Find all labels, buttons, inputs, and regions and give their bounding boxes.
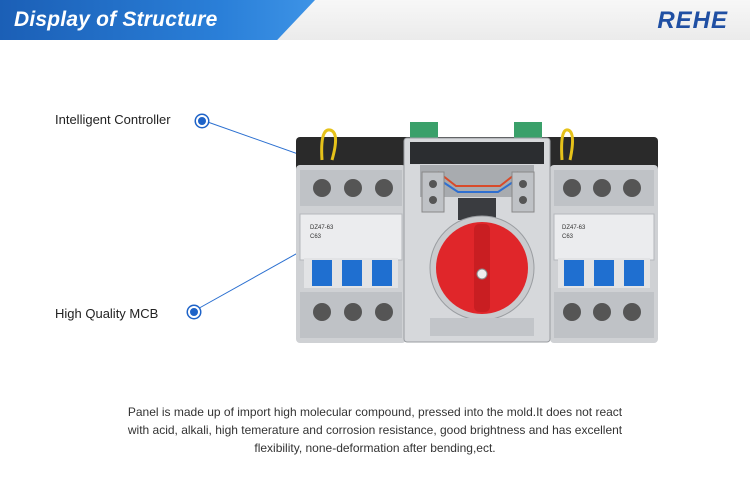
- right-mcb-toggle-2: [594, 260, 614, 286]
- top-terminal-right: [514, 122, 542, 140]
- right-mcb-model: DZ47-63: [562, 225, 586, 231]
- left-mcb-toggle-2: [342, 260, 362, 286]
- controller-top-slot: [410, 142, 544, 164]
- left-mcb-rating: C63: [310, 234, 322, 240]
- callout-intelligent-controller: Intelligent Controller: [55, 112, 171, 127]
- callout-high-quality-mcb: High Quality MCB: [55, 306, 159, 321]
- right-mcb-rating: C63: [562, 234, 574, 240]
- controller-bottom-plate: [430, 318, 534, 336]
- description-line: with acid, alkali, high temerature and c…: [127, 423, 623, 437]
- left-mcb-model: DZ47-63: [310, 225, 334, 231]
- brand-logo: REHE: [657, 7, 728, 34]
- title-banner: [0, 0, 315, 40]
- controller-window: [458, 198, 496, 220]
- callout-dot-icon: [196, 115, 208, 127]
- top-terminal-left: [410, 122, 438, 140]
- left-mcb-toggle-1: [312, 260, 332, 286]
- right-mcb-toggle-3: [624, 260, 644, 286]
- controller-right-terminal: [511, 171, 535, 213]
- knob-handle: [474, 224, 490, 312]
- controller-left-terminal: [421, 171, 445, 213]
- yellow-wire-left: [320, 128, 337, 161]
- description-text: Panel is made up of import high molecula…: [90, 403, 660, 457]
- left-mcb-toggle-3: [372, 260, 392, 286]
- description-line: flexibility, none-deformation after bend…: [254, 441, 496, 455]
- callout-dot-icon: [188, 306, 200, 318]
- right-mcb-toggle-1: [564, 260, 584, 286]
- page-title: Display of Structure: [14, 8, 218, 31]
- yellow-wire-right: [560, 128, 575, 161]
- description-line: Panel is made up of import high molecula…: [127, 405, 623, 419]
